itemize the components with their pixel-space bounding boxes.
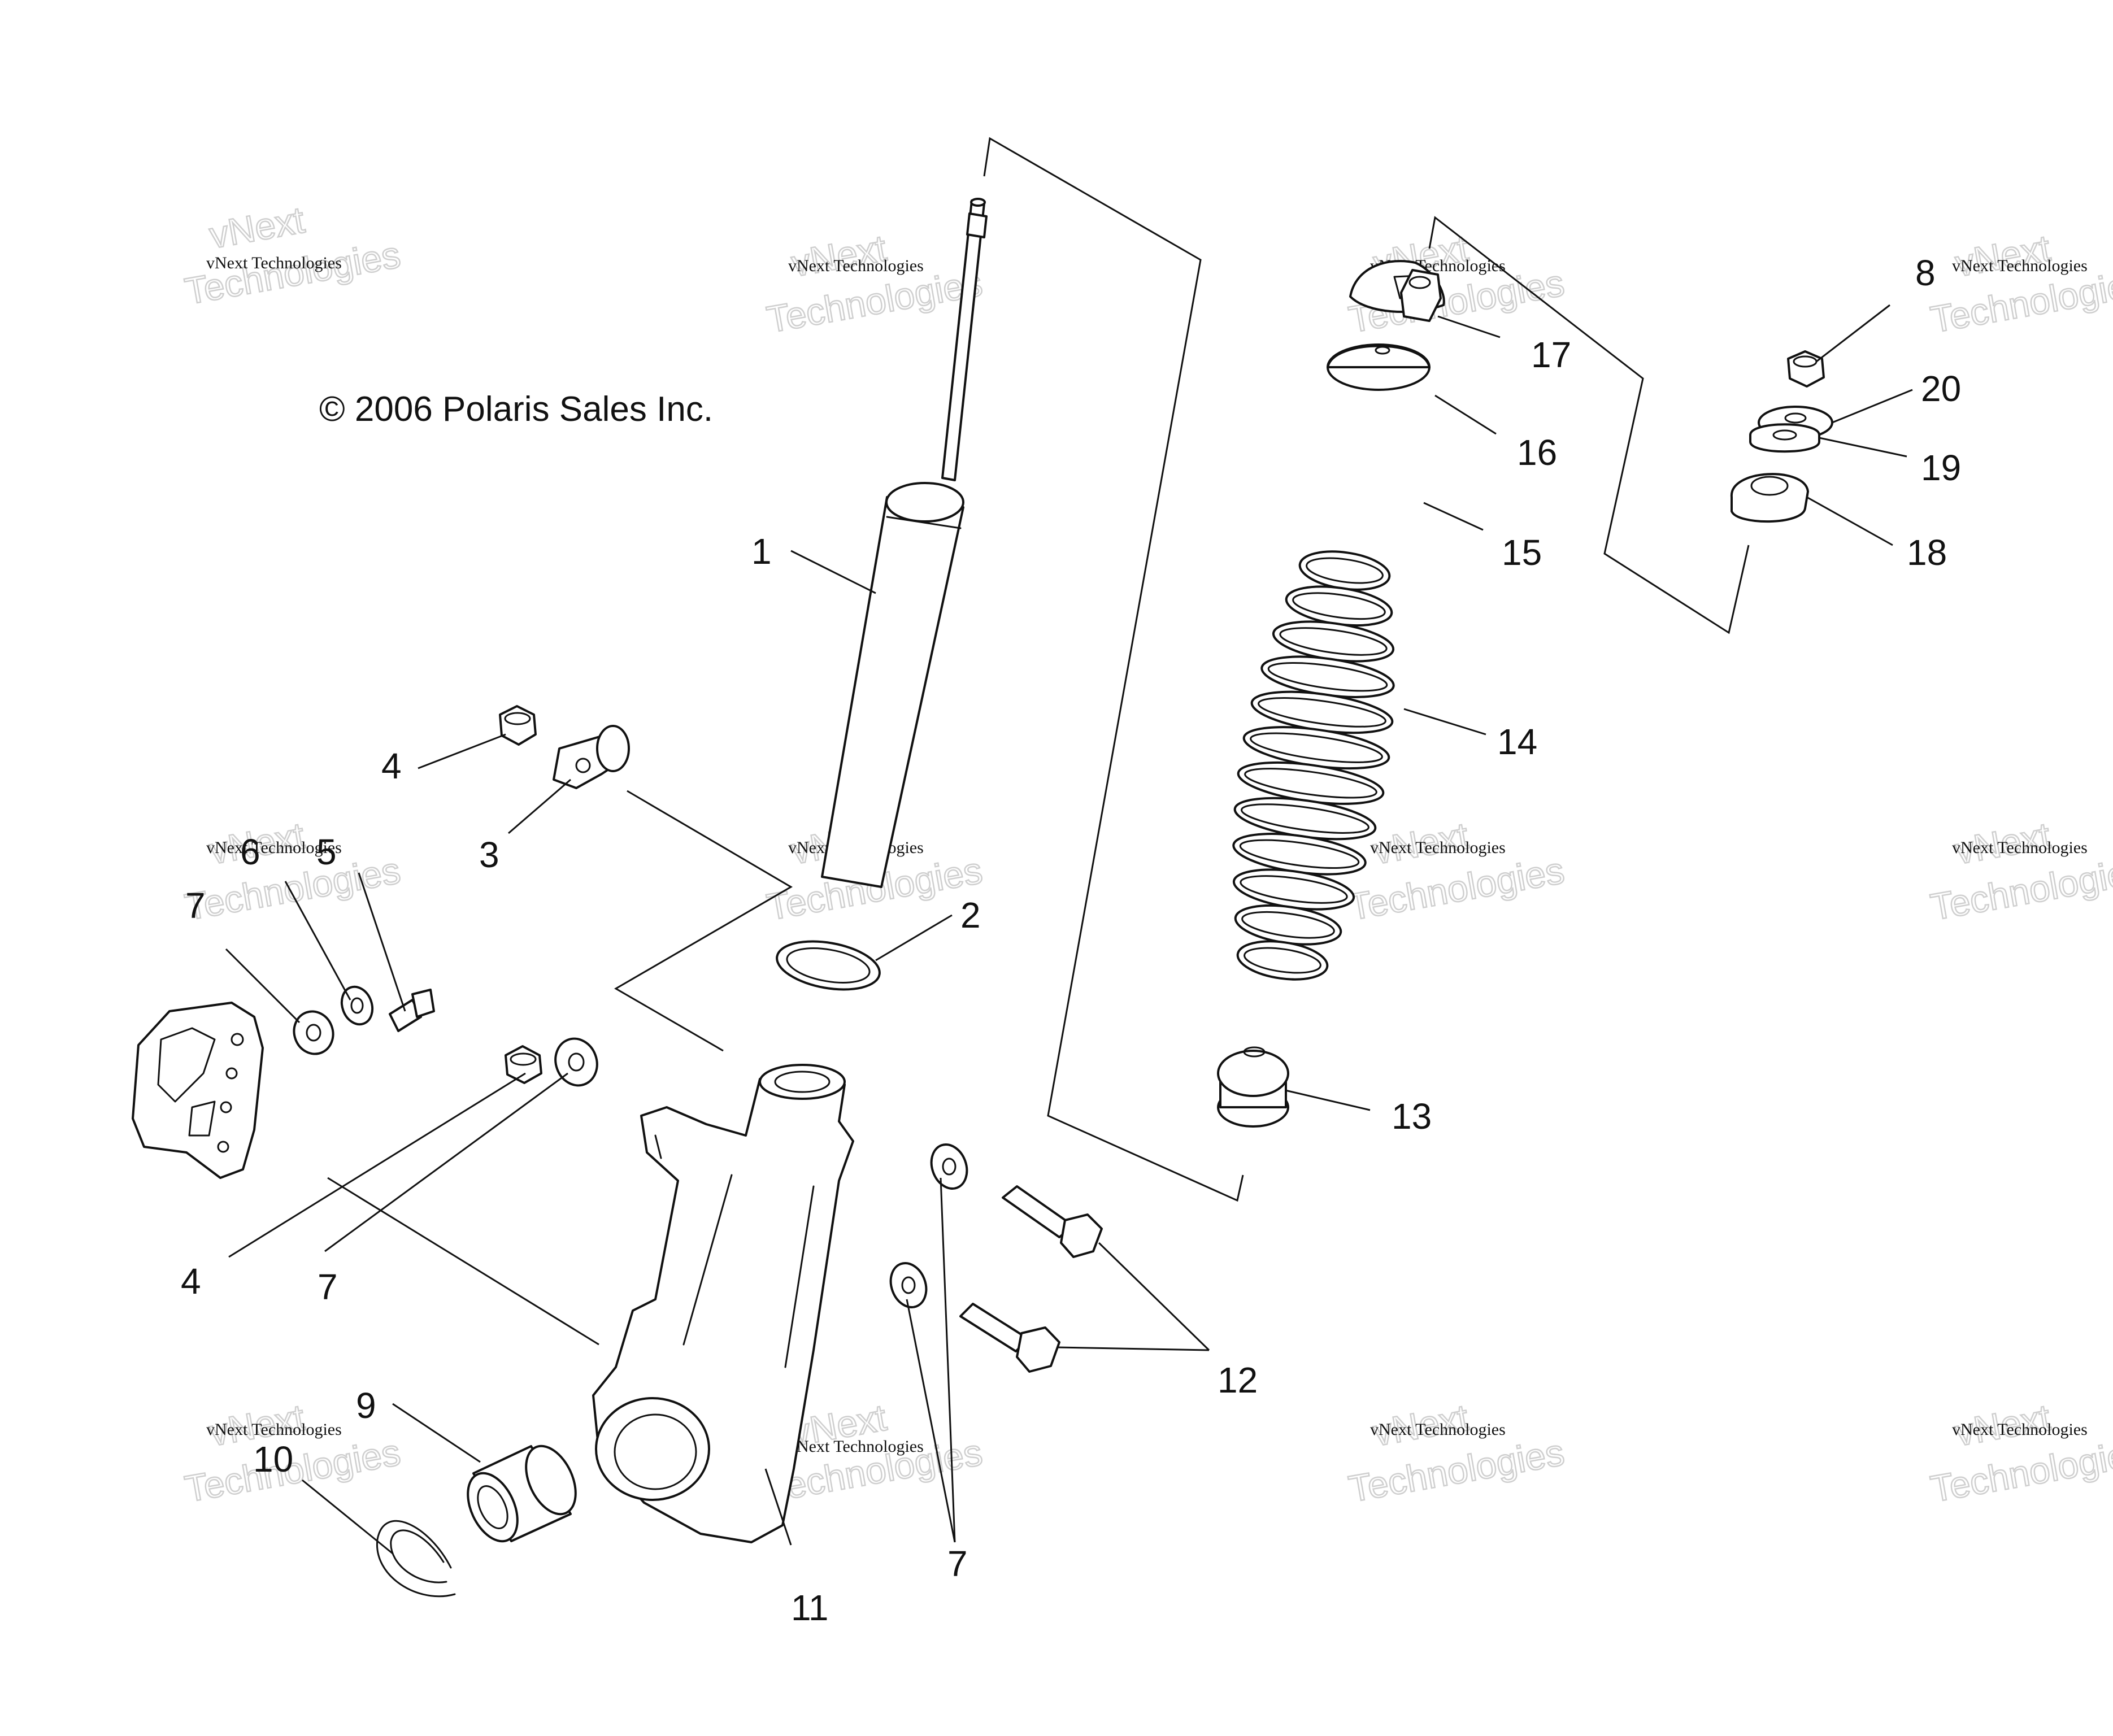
- washer: [554, 1037, 598, 1087]
- watermark: vNext Technologies: [763, 226, 986, 341]
- callout-12: 12: [1218, 1360, 1258, 1400]
- watermark-text: vNext Technologies: [1952, 256, 2088, 275]
- callout-3: 3: [479, 834, 499, 875]
- hex-nut: [499, 705, 537, 746]
- callout-7: 7: [318, 1267, 338, 1307]
- strut-assembly-bracket: [983, 137, 1244, 1202]
- retaining-ring: [376, 1520, 456, 1598]
- knuckle-bracket: [614, 790, 793, 1052]
- lock-nut: [1787, 350, 1825, 388]
- leader-lines: [225, 304, 1913, 1555]
- watermark-text: vNext Technologies: [1952, 838, 2088, 857]
- callout-15: 15: [1502, 532, 1542, 573]
- svg-text:vNext: vNext: [1952, 227, 2053, 284]
- callout-13: 13: [1392, 1096, 1432, 1137]
- watermark: vNext Technologies: [181, 198, 404, 313]
- callout-8: 8: [1915, 253, 1936, 293]
- spring-coil-inner: [1244, 768, 1377, 799]
- watermark: vNext Technologies: [1345, 813, 1568, 929]
- washer: [889, 1262, 928, 1308]
- coil-spring: [1232, 550, 1395, 981]
- callout-6: 6: [240, 832, 260, 872]
- spacer: [1749, 423, 1820, 453]
- spring-coil: [1236, 940, 1329, 981]
- callout-20: 20: [1921, 368, 1961, 409]
- callout-1: 1: [751, 531, 772, 572]
- callout-18: 18: [1907, 532, 1947, 573]
- svg-text:vNext: vNext: [788, 227, 889, 284]
- watermark: vNext Technologies: [181, 813, 404, 929]
- callout-9: 9: [356, 1385, 376, 1426]
- spring-coil-inner: [1241, 803, 1369, 834]
- spring-coil-inner: [1258, 697, 1386, 728]
- bump-stop: [1217, 1046, 1289, 1128]
- clip-bracket: [553, 725, 630, 789]
- watermark-text: vNext Technologies: [1370, 1420, 1506, 1439]
- spring-coil-inner: [1292, 592, 1386, 620]
- callout-17: 17: [1531, 334, 1571, 375]
- callout-5: 5: [316, 832, 337, 872]
- watermark-text: vNext Technologies: [206, 838, 342, 857]
- callout-4: 4: [381, 746, 402, 786]
- callout-10: 10: [253, 1439, 293, 1480]
- wheel-bearing: [467, 1445, 577, 1543]
- spring-coil-inner: [1250, 732, 1383, 763]
- callout-2: 2: [960, 895, 981, 936]
- watermark: vNext Technologies: [1927, 226, 2113, 341]
- callout-16: 16: [1517, 432, 1557, 473]
- callout-19: 19: [1921, 447, 1961, 488]
- mounting-bolt: [959, 1303, 1060, 1373]
- callout-14: 14: [1497, 721, 1537, 762]
- spring-coil-inner: [1241, 911, 1335, 939]
- watermark-text: vNext Technologies: [206, 1420, 342, 1439]
- callout-7: 7: [185, 885, 206, 926]
- watermark-layer: vNext Technologies vNext Technologies vN…: [181, 198, 2113, 1511]
- lock-washer: [340, 985, 374, 1026]
- watermark-text: vNext Technologies: [1370, 838, 1506, 857]
- callout-labels: 1 2 3 4 4 5 6 7 7 7 8 9 10 11 12 13 14 1…: [181, 253, 1961, 1628]
- spring-coil-inner: [1244, 947, 1321, 974]
- top-nut: [1400, 269, 1442, 322]
- spring-seat: [1327, 343, 1431, 391]
- copyright-notice: © 2006 Polaris Sales Inc.: [319, 390, 713, 429]
- spring-coil-inner: [1267, 662, 1388, 692]
- top-mount-bracket: [1428, 216, 1750, 634]
- watermark-text: vNext Technologies: [206, 254, 342, 272]
- watermark-text: vNext Technologies: [788, 1437, 924, 1456]
- spring-coil-inner: [1239, 839, 1360, 869]
- o-ring: [776, 940, 881, 991]
- steering-knuckle: [592, 1064, 854, 1543]
- watermark: vNext Technologies: [1927, 1395, 2113, 1511]
- strut-shock-absorber: [821, 198, 988, 888]
- grommet: [1730, 473, 1809, 523]
- callout-7: 7: [947, 1543, 968, 1584]
- spring-coil-inner: [1279, 627, 1388, 656]
- spring-coil-inner: [1306, 557, 1384, 584]
- brake-caliper: [132, 1002, 264, 1179]
- washer: [293, 1010, 334, 1055]
- watermark: vNext Technologies: [1345, 1395, 1568, 1511]
- hex-nut: [505, 1045, 542, 1084]
- callout-11: 11: [791, 1587, 828, 1628]
- watermark-text: vNext Technologies: [1952, 1420, 2088, 1439]
- mounting-bolt: [1002, 1185, 1103, 1258]
- spring-coil-inner: [1240, 875, 1348, 904]
- washer: [930, 1143, 968, 1190]
- callout-4: 4: [181, 1261, 201, 1302]
- bolt: [389, 989, 435, 1032]
- watermark-big-1: vNext: [206, 198, 307, 256]
- watermark-text: vNext Technologies: [788, 256, 924, 275]
- watermark: vNext Technologies: [1927, 813, 2113, 929]
